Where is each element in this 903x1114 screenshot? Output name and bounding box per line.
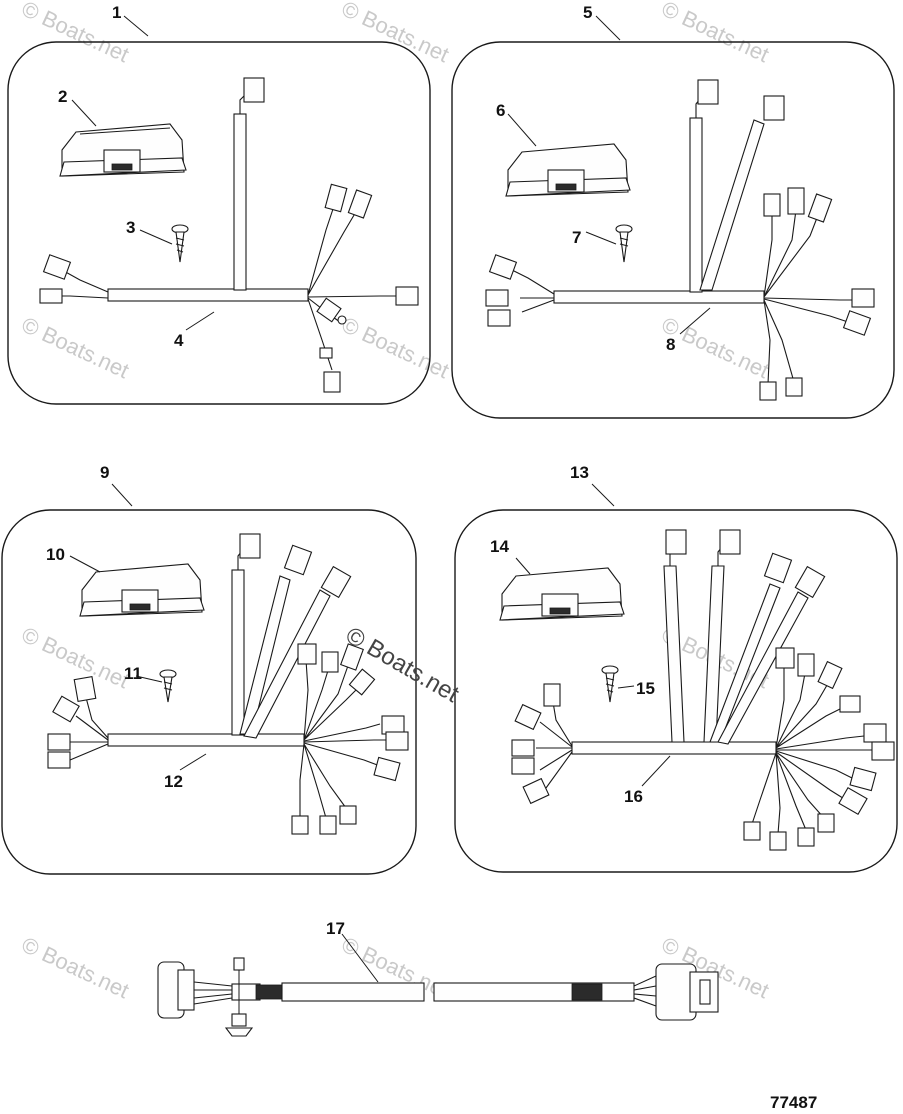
kit-frame [454, 509, 898, 873]
leader-line [123, 15, 149, 37]
callout-13: 13 [570, 463, 589, 482]
leader-line [341, 933, 379, 983]
screw [159, 669, 177, 703]
leader-line [179, 753, 207, 771]
callout-15: 15 [636, 679, 655, 698]
harness-kit-1 [7, 15, 431, 405]
watermark-main: © Boats.net [341, 622, 464, 708]
watermark: © Boats.net [338, 312, 453, 383]
watermark: © Boats.net [338, 0, 453, 67]
callout-6: 6 [496, 101, 505, 120]
callout-11: 11 [124, 664, 142, 683]
leader-line [185, 311, 215, 331]
callout-7: 7 [572, 228, 581, 247]
callout-16: 16 [624, 787, 643, 806]
watermark: © Boats.net [18, 312, 133, 383]
harness-kit-13 [454, 483, 898, 873]
engine-harness [39, 77, 419, 393]
callout-3: 3 [126, 218, 135, 237]
leader-line [591, 483, 615, 507]
kit-frame [7, 41, 431, 405]
ecm-module [59, 123, 187, 177]
leader-line [139, 229, 173, 245]
screw [171, 224, 189, 263]
callout-14: 14 [490, 537, 509, 556]
leader-line [507, 113, 537, 147]
ecm-module [79, 563, 205, 617]
leader-line [69, 555, 101, 573]
callout-1: 1 [112, 3, 121, 22]
watermark: © Boats.net [658, 0, 773, 67]
engine-harness [511, 529, 895, 851]
leader-line [111, 483, 133, 507]
callout-17: 17 [326, 919, 345, 938]
ecm-module [499, 567, 625, 621]
callout-labels: 1 2 3 4 5 6 7 8 9 10 11 12 13 14 15 16 1… [46, 3, 675, 938]
leader-line [595, 15, 621, 41]
engine-harness [47, 533, 409, 835]
leader-line [135, 675, 163, 683]
kit-frame [1, 509, 417, 875]
leader-line [617, 685, 635, 689]
leader-line [641, 755, 671, 787]
extension-cable [157, 957, 719, 1037]
engine-harness [485, 79, 875, 401]
kit-frame [451, 41, 895, 419]
harness-kit-5 [451, 15, 895, 419]
ecm-module [505, 143, 631, 197]
leader-line [585, 231, 617, 245]
callout-9: 9 [100, 463, 109, 482]
leader-line [679, 307, 711, 335]
callout-5: 5 [583, 3, 592, 22]
callout-10: 10 [46, 545, 65, 564]
screw [601, 665, 619, 703]
leader-line [515, 557, 531, 575]
figure-id: 77487 [770, 1093, 817, 1112]
callout-4: 4 [174, 331, 184, 350]
callout-12: 12 [164, 772, 183, 791]
harness-kit-9 [1, 483, 417, 875]
watermark: © Boats.net [18, 932, 133, 1003]
callout-8: 8 [666, 335, 675, 354]
callout-2: 2 [58, 87, 67, 106]
screw [615, 224, 633, 263]
leader-line [71, 99, 97, 127]
